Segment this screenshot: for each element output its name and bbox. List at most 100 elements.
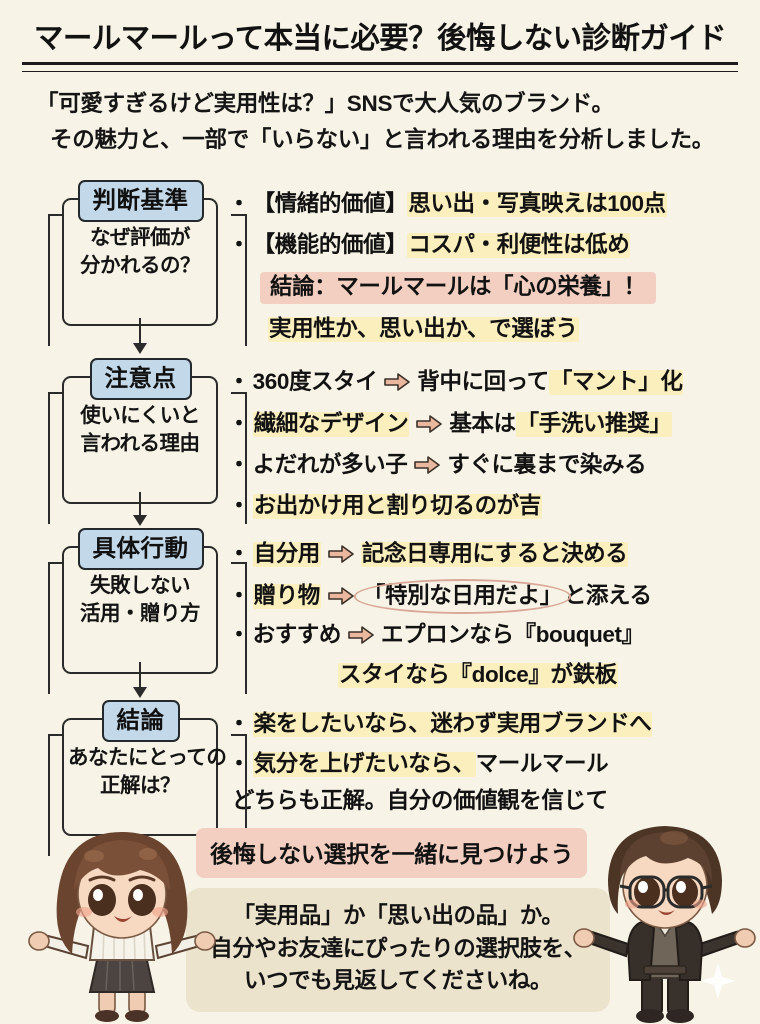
bullet-line: ・お出かけ用と割り切るのが吉 [228, 494, 542, 519]
flow-node-subtitle: あなたにとっての正解は？ [64, 720, 227, 811]
highlighted-text-yellow: 気分を上げたいなら、 [252, 751, 476, 777]
flow-node-subtitle-line-2: 活用・贈り方 [80, 602, 201, 626]
flow-node-label-2[interactable]: 注意点 [89, 358, 192, 401]
highlighted-text-yellow: 思い出・写真映えは100点 [407, 191, 667, 217]
chibi-woman-illustration [14, 818, 230, 1024]
highlighted-text-yellow: 自分用 [252, 541, 321, 567]
bullet-text: マールマール [475, 751, 609, 776]
connector-rail-left [48, 214, 51, 346]
connector-rail-right [244, 214, 247, 346]
bullet-text: 360度スタイ [252, 369, 378, 394]
closing-message-box: 「実用品」か「思い出の品」か。 自分やお友達にぴったりの選択肢を、 いつでも見返… [186, 888, 610, 1012]
connector-rail-right [244, 392, 247, 524]
intro-paragraph: 「可愛すぎるけど実用性は？」SNSで大人気のブランド。 その魅力と、一部で「いら… [36, 86, 736, 159]
flow-node-subtitle-line-1: 使いにくいと [80, 404, 200, 427]
right-arrow-icon [328, 544, 354, 564]
bullet-line: 実用性か、思い出か、で選ぼう [268, 317, 579, 342]
pink-banner-callout: 後悔しない選択を一緒に見つけよう [196, 828, 588, 878]
bullet-dot-icon: ・ [228, 452, 250, 478]
flow-node-subtitle: 使いにくいと言われる理由 [64, 378, 216, 469]
flow-node-subtitle-line-2: 分かれるの？ [80, 254, 201, 278]
connector-rail-left [48, 734, 51, 856]
bullet-dot-icon: ・ [228, 369, 250, 395]
closing-line-3: いつでも見返してくださいね。 [243, 968, 553, 994]
bullet-text: すぐに裏まで染みる [447, 452, 647, 477]
highlighted-text-yellow: 繊細なデザイン [252, 411, 410, 437]
bullet-text: よだれが多い子 [252, 452, 408, 477]
bullet-text: 背中に回って [417, 369, 549, 394]
flow-down-arrow-icon [133, 318, 147, 354]
highlighted-text-yellow: スタイなら『dolce』が鉄板 [338, 662, 618, 688]
connector-rail-left [48, 392, 51, 524]
flow-node-label-4[interactable]: 結論 [101, 700, 180, 743]
bullet-line: ・贈り物 「特別な日用だよ」と添える [228, 579, 652, 613]
bullet-line: ・【情緒的価値】思い出・写真映えは100点 [228, 192, 667, 217]
closing-line-1: 「実用品」か「思い出の品」か。 [232, 903, 564, 928]
page-header: マールマールって本当に必要？後悔しない診断ガイド [22, 22, 738, 72]
bullet-dot-icon: ・ [228, 751, 250, 777]
bullet-line: ・繊細なデザイン 基本は「手洗い推奨」 [228, 411, 673, 437]
arrow-head [133, 515, 147, 526]
flow-node-subtitle-line-1: なぜ評価が [90, 226, 191, 249]
bullet-dot-icon: ・ [228, 191, 250, 217]
bullet-dot-icon: ・ [228, 232, 250, 258]
bullet-text: 基本は [449, 411, 516, 436]
bullet-text: 【機能的価値】 [252, 232, 408, 257]
bullet-line: ・楽をしたいなら、迷わず実用ブランドへ [228, 711, 653, 737]
flow-node-subtitle-line-1: あなたにとっての [68, 746, 227, 769]
bullet-text: おすすめ [252, 622, 342, 647]
highlighted-text-yellow: 「手洗い推奨」 [515, 411, 673, 437]
page-title: マールマールって本当に必要？後悔しない診断ガイド [33, 22, 727, 55]
bullet-line: ・よだれが多い子 すぐに裏まで染みる [228, 452, 647, 478]
connector-stub-left [48, 562, 64, 565]
bullet-line: ・おすすめエプロンなら『bouquet』 [228, 622, 644, 648]
flow-node-subtitle-line-2: 言われる理由 [80, 432, 200, 456]
highlighted-text-yellow: コスパ・利便性は低め [407, 232, 631, 258]
right-arrow-icon [416, 414, 443, 434]
sparkle-icon [698, 961, 738, 1006]
connector-stub-right [231, 392, 247, 395]
closing-line-2: 自分やお友達にぴったりの選択肢を、 [210, 935, 586, 961]
circled-annotation-text: 「特別な日用だよ」 [353, 579, 571, 613]
intro-line-1: 「可愛すぎるけど実用性は？」SNSで大人気のブランド。 [36, 91, 614, 116]
connector-stub-left [48, 214, 64, 217]
highlighted-text-yellow: 贈り物 [252, 583, 321, 609]
highlighted-text-yellow: 実用性か、思い出か、で選ぼう [268, 316, 579, 342]
connector-rail-right [244, 562, 247, 694]
intro-line-2: その魅力と、一部で「いらない」と言われる理由を分析しました。 [50, 127, 714, 153]
bullet-dot-icon: ・ [228, 541, 250, 567]
bullet-line: ・気分を上げたいなら、マールマール [228, 751, 609, 777]
highlighted-text-yellow: 「マント」化 [548, 369, 684, 395]
bullet-dot-icon: ・ [228, 622, 250, 648]
flow-node-label-3[interactable]: 具体行動 [77, 528, 204, 571]
bullet-text: と添える [563, 583, 652, 608]
arrow-shaft [139, 492, 142, 516]
bullet-line: 結論：マールマールは「心の栄養」！ [260, 272, 656, 304]
connector-stub-left [48, 392, 64, 395]
connector-rail-left [48, 562, 51, 694]
highlighted-text-pink: 結論：マールマールは「心の栄養」！ [260, 272, 656, 304]
connector-stub-right [231, 214, 247, 217]
bullet-line: ・360度スタイ 背中に回って「マント」化 [228, 369, 684, 395]
flow-down-arrow-icon [133, 662, 147, 698]
bullet-line: ・【機能的価値】コスパ・利便性は低め [228, 232, 631, 258]
bullet-line: ・自分用記念日専用にすると決める [228, 541, 629, 567]
connector-stub-right [231, 562, 247, 565]
bullet-line: どちらも正解。自分の価値観を信じて [232, 789, 608, 813]
arrow-head [133, 687, 147, 698]
bullet-dot-icon: ・ [228, 411, 250, 437]
highlighted-text-yellow: 楽をしたいなら、迷わず実用ブランドへ [252, 711, 653, 737]
flow-node-subtitle: なぜ評価が分かれるの？ [64, 200, 216, 291]
bullet-line: スタイなら『dolce』が鉄板 [338, 663, 618, 688]
right-arrow-icon [328, 586, 354, 606]
arrow-head [133, 343, 147, 354]
right-arrow-icon [384, 372, 411, 392]
arrow-shaft [139, 318, 142, 344]
chibi-man-with-glasses-illustration [570, 818, 760, 1024]
connector-stub-right [231, 734, 247, 737]
flow-node-subtitle: 失敗しない活用・贈り方 [64, 548, 216, 639]
flow-node-label-1[interactable]: 判断基準 [77, 180, 204, 223]
bullet-dot-icon: ・ [228, 583, 250, 609]
flow-node-subtitle-line-2: 正解は？ [100, 774, 181, 798]
highlighted-text-yellow: お出かけ用と割り切るのが吉 [252, 493, 542, 519]
